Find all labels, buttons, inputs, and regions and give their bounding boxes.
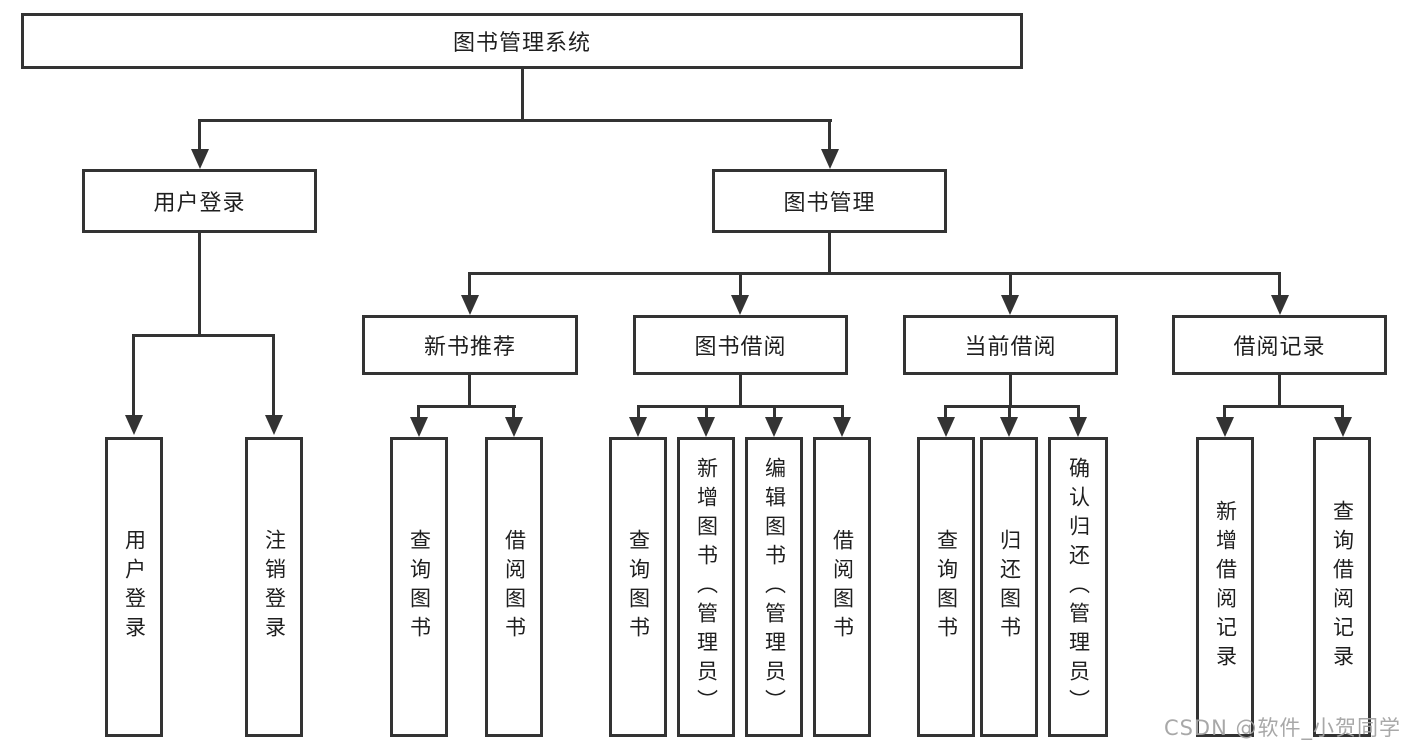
node-library-system: 图书管理系统 (21, 13, 1023, 69)
edge-to-leaf-line (1341, 405, 1344, 420)
edge-to-current-borrow-line (1009, 272, 1012, 297)
arrowhead-leaf-icon (765, 417, 783, 437)
arrowhead-leaf-icon (833, 417, 851, 437)
edge-to-leaf-line (637, 405, 640, 420)
node-leaf-borrow-book-2: 借阅图书 (813, 437, 871, 737)
node-new-book-recommend: 新书推荐 (362, 315, 578, 375)
edge-borrow-record-rail-line (1223, 405, 1343, 408)
arrowhead-leaf-logout-icon (265, 415, 283, 435)
arrowhead-book-management-icon (821, 149, 839, 169)
arrowhead-leaf-icon (410, 417, 428, 437)
node-current-borrow: 当前借阅 (903, 315, 1118, 375)
edge-to-user-login-line (198, 119, 201, 152)
node-leaf-borrow-book-1: 借阅图书 (485, 437, 543, 737)
edge-to-leaf-line (773, 405, 776, 420)
edge-current-borrow-stem-line (1009, 375, 1012, 408)
edge-new-book-recommend-stem-line (468, 375, 471, 408)
node-leaf-query-book-1: 查询图书 (390, 437, 448, 737)
arrowhead-leaf-icon (937, 417, 955, 437)
edge-to-leaf-line (841, 405, 844, 420)
node-borrow-record: 借阅记录 (1172, 315, 1387, 375)
node-leaf-query-borrow-record: 查询借阅记录 (1313, 437, 1371, 737)
edge-to-leaf-line (705, 405, 708, 420)
edge-to-borrow-record-line (1278, 272, 1281, 297)
arrowhead-leaf-icon (629, 417, 647, 437)
edge-to-leaf-line (944, 405, 947, 420)
node-leaf-edit-book-admin: 编辑图书（管理员） (745, 437, 803, 737)
edge-to-leaf-user-login-line (132, 334, 135, 417)
edge-to-leaf-logout-line (272, 334, 275, 417)
arrowhead-new-book-recommend-icon (461, 295, 479, 315)
edge-to-book-management-line (828, 119, 831, 152)
edge-to-leaf-line (1008, 405, 1011, 420)
arrowhead-leaf-icon (697, 417, 715, 437)
edge-current-borrow-rail-line (944, 405, 1080, 408)
arrowhead-book-borrow-icon (731, 295, 749, 315)
edge-to-leaf-line (1077, 405, 1080, 420)
node-leaf-user-login: 用户登录 (105, 437, 163, 737)
arrowhead-leaf-icon (505, 417, 523, 437)
node-leaf-query-book-3: 查询图书 (917, 437, 975, 737)
edge-to-leaf-line (1223, 405, 1226, 420)
edge-to-leaf-line (512, 405, 515, 420)
edge-to-book-borrow-line (739, 272, 742, 297)
edge-user-login-stem-line (198, 233, 201, 337)
edge-root-rail-line (198, 119, 832, 122)
edge-user-login-rail-line (132, 334, 275, 337)
node-leaf-logout: 注销登录 (245, 437, 303, 737)
node-book-borrow: 图书借阅 (633, 315, 848, 375)
node-book-management: 图书管理 (712, 169, 947, 233)
edge-book-borrow-rail-line (637, 405, 843, 408)
node-leaf-add-borrow-record: 新增借阅记录 (1196, 437, 1254, 737)
csdn-watermark: CSDN @软件_小贺同学 (1163, 716, 1401, 740)
edge-to-leaf-line (417, 405, 420, 420)
arrowhead-leaf-icon (1216, 417, 1234, 437)
edge-to-new-book-recommend-line (468, 272, 471, 297)
arrowhead-leaf-icon (1069, 417, 1087, 437)
arrowhead-borrow-record-icon (1271, 295, 1289, 315)
arrowhead-user-login-icon (191, 149, 209, 169)
node-leaf-query-book-2: 查询图书 (609, 437, 667, 737)
edge-root-stem-line (521, 69, 524, 122)
node-leaf-confirm-return-admin: 确认归还（管理员） (1048, 437, 1108, 737)
arrowhead-leaf-user-login-icon (125, 415, 143, 435)
node-leaf-return-book: 归还图书 (980, 437, 1038, 737)
edge-new-book-recommend-rail-line (417, 405, 516, 408)
edge-book-borrow-stem-line (739, 375, 742, 408)
arrowhead-leaf-icon (1334, 417, 1352, 437)
edge-borrow-record-stem-line (1278, 375, 1281, 408)
arrowhead-leaf-icon (1000, 417, 1018, 437)
edge-book-management-rail-line (468, 272, 1281, 275)
node-leaf-add-book-admin: 新增图书（管理员） (677, 437, 735, 737)
node-user-login: 用户登录 (82, 169, 317, 233)
edge-book-management-stem-line (828, 233, 831, 275)
arrowhead-current-borrow-icon (1001, 295, 1019, 315)
